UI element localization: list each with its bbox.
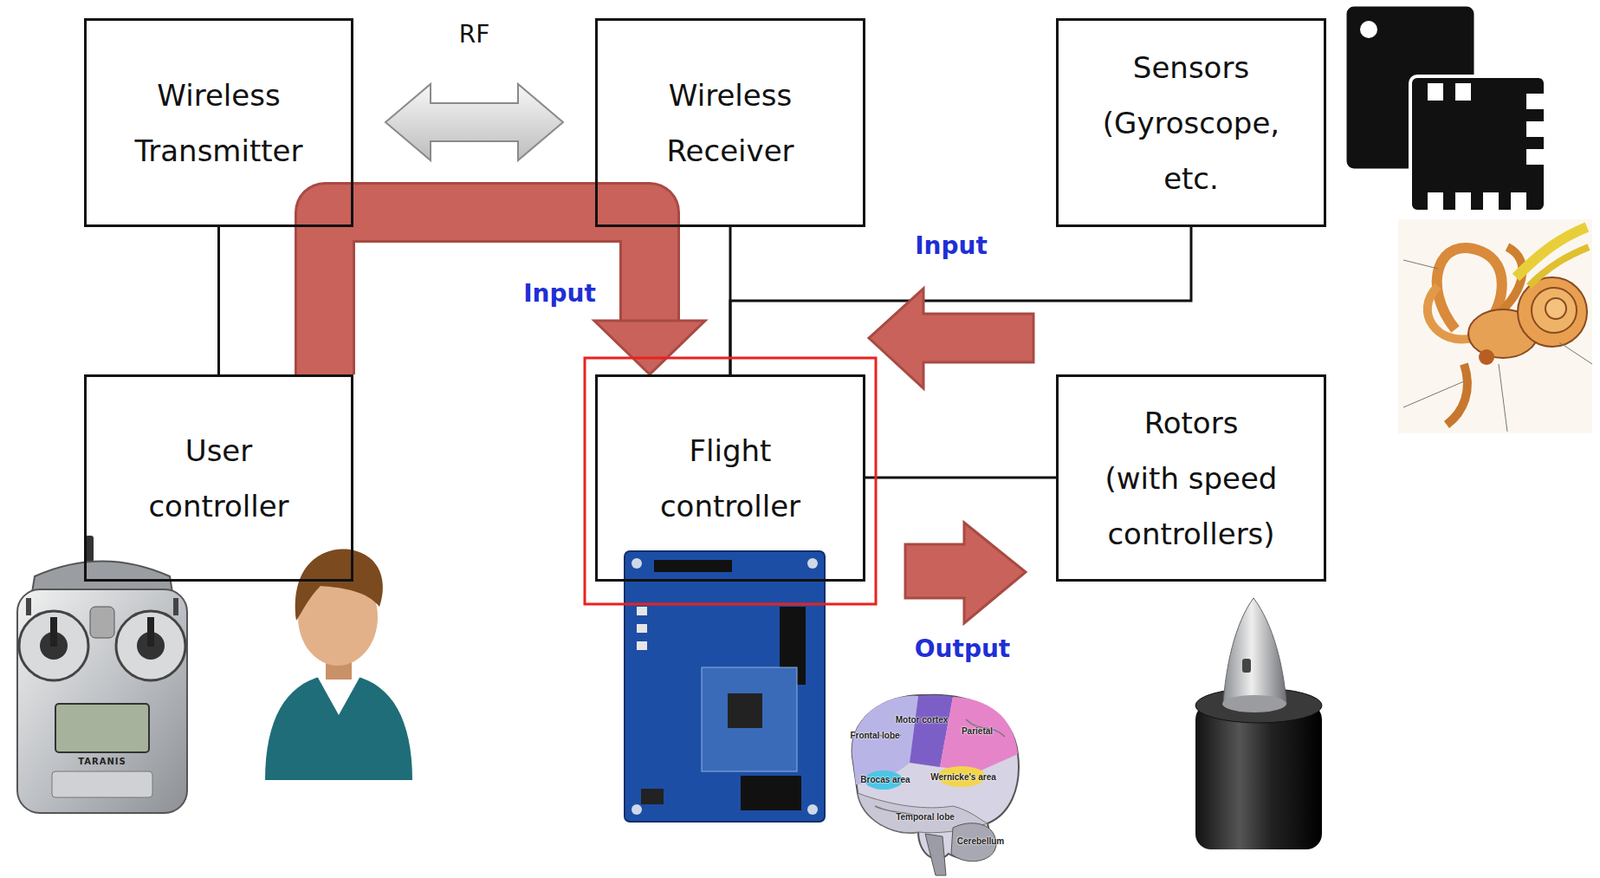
sensor-chips (1427, 192, 1444, 212)
rotor-motor (1222, 694, 1287, 713)
box-label: Wireless Transmitter (133, 67, 305, 179)
user-figure (295, 549, 383, 621)
inner-ear (1446, 363, 1468, 425)
receiver-box: Wireless Receiver (595, 18, 866, 227)
flight-controller-board (636, 606, 648, 616)
sensor-chips (1410, 76, 1546, 212)
highlight-frame (584, 357, 876, 604)
sensor-chips (1360, 20, 1378, 39)
user-controller-box: User controller (84, 374, 354, 582)
input-arrow (868, 288, 1034, 389)
inner-ear (1398, 219, 1593, 434)
flight-controller-board (807, 557, 818, 569)
inner-ear (1545, 297, 1567, 319)
sensor-chips (1345, 5, 1546, 212)
input-flow-arrow (324, 212, 650, 375)
sensor-chips (1510, 192, 1527, 212)
brain-region-label: Motor cortex (895, 714, 949, 725)
rotor-box: Rotors (with speed controllers) (1055, 374, 1327, 582)
flight-controller-board (641, 788, 664, 804)
sensor-chips (1526, 121, 1546, 137)
flight-controller-board (807, 803, 818, 815)
radio-transmitter (173, 597, 179, 616)
arrowhead (594, 320, 706, 375)
brain-region-label: Parietal (961, 725, 993, 736)
radio-transmitter (25, 597, 32, 616)
inner-ear (1528, 246, 1589, 286)
inner-ear (1531, 287, 1577, 333)
flight-controller-board (624, 550, 825, 822)
flight-controller-board (631, 803, 642, 815)
flight-controller-board (636, 623, 648, 633)
input-flow-arrow (324, 212, 650, 375)
radio-transmitter (55, 703, 149, 752)
rotor-motor (1195, 703, 1322, 849)
rotor-motor (1242, 658, 1251, 673)
sensor-chips (1483, 192, 1499, 212)
brain-region-label: Frontal lobe (849, 730, 900, 740)
box-label: Flight controller (658, 422, 803, 534)
flight-controller-board (624, 550, 825, 822)
connector-label: RF (459, 19, 491, 49)
wire (217, 226, 221, 375)
connector-label: Input (523, 278, 596, 308)
sensor-chips (1455, 83, 1471, 101)
rf-link-arrow (385, 84, 564, 161)
wire (865, 476, 1056, 480)
flight-controller-board (727, 693, 763, 728)
brain-figure (939, 696, 1018, 771)
brain-figure (852, 694, 1019, 875)
box-label: User controller (147, 422, 292, 534)
flow-label: Output (914, 634, 1011, 663)
flow-label: Input (914, 231, 988, 260)
brain-region-label: Cerebellum (957, 835, 1005, 846)
device-brand: TARANIS (77, 756, 127, 766)
radio-transmitter (17, 535, 188, 813)
rf-link-arrow (385, 84, 564, 161)
inner-ear (1517, 277, 1588, 347)
box-label: Sensors (Gyroscope, etc. (1101, 39, 1282, 207)
radio-transmitter (50, 616, 58, 647)
inner-ear (1398, 219, 1593, 434)
brain-region-label: Wernicke's area (930, 771, 997, 782)
radio-transmitter (17, 589, 188, 813)
wire (865, 477, 1056, 479)
radio-transmitter (116, 610, 186, 681)
flight-controller-board (654, 559, 732, 572)
flight-controller-board (701, 667, 797, 771)
brain-figure (925, 833, 946, 875)
sensor-chips (1526, 93, 1546, 110)
radio-transmitter (90, 606, 115, 638)
inner-ear (1427, 285, 1473, 340)
sensor-chips (1455, 192, 1471, 212)
flight-controller-board (740, 775, 802, 810)
input-flow-arrow (324, 212, 706, 375)
sensor-chips (1526, 148, 1546, 165)
sensor-box: Sensors (Gyroscope, etc. (1055, 18, 1327, 227)
wire (218, 226, 220, 375)
flight-controller-board (636, 641, 648, 650)
radio-transmitter (51, 770, 153, 797)
flight-controller-box: Flight controller (595, 374, 866, 582)
box-label: Wireless Receiver (665, 67, 797, 179)
inner-ear (1478, 349, 1495, 365)
transmitter-box: Wireless Transmitter (84, 18, 354, 227)
rotor-motor (1223, 597, 1287, 704)
rotor-motor (1195, 597, 1322, 849)
user-figure (317, 675, 361, 715)
brain-region-label: Brocas area (860, 774, 910, 784)
sensor-chips (1427, 83, 1444, 101)
brain-region-label: Temporal lobe (895, 811, 955, 822)
radio-transmitter (19, 610, 89, 681)
flight-controller-board (631, 557, 642, 569)
user-figure (265, 675, 413, 780)
box-label: Rotors (with speed controllers) (1103, 395, 1279, 562)
output-arrow (905, 522, 1026, 623)
inner-ear (1403, 259, 1593, 432)
radio-transmitter (147, 616, 155, 647)
user-figure (265, 549, 413, 780)
